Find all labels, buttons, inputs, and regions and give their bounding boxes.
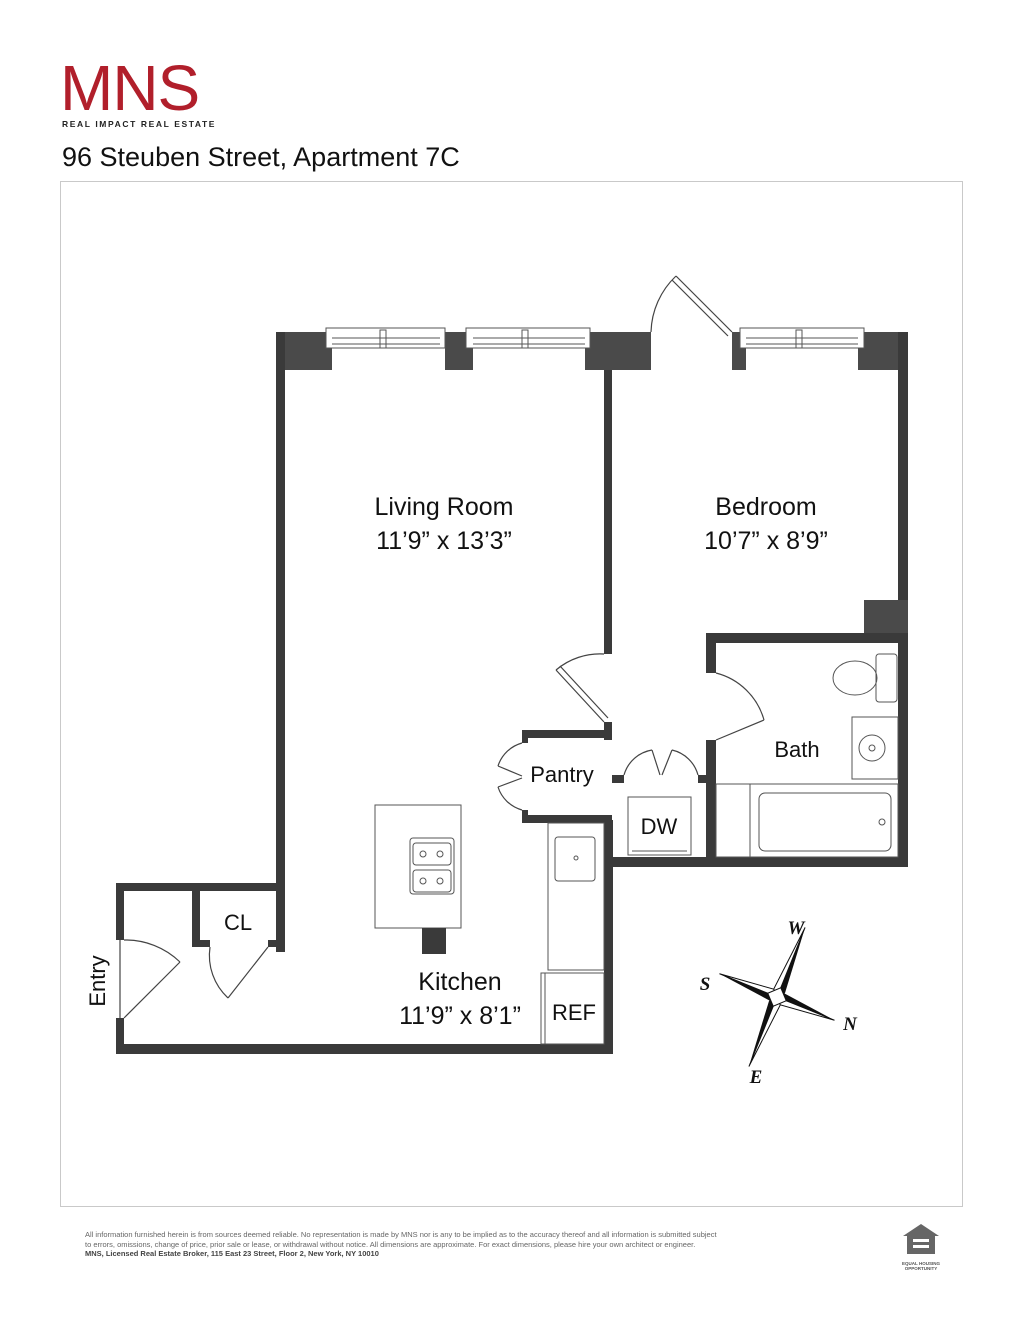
equal-housing-house-icon [903, 1224, 939, 1254]
kitchen-name: Kitchen [418, 968, 501, 996]
brand-tagline: REAL IMPACT REAL ESTATE [62, 119, 217, 129]
windows [325, 327, 865, 349]
broker-text: MNS, Licensed Real Estate Broker, 115 Ea… [85, 1249, 379, 1258]
pantry-name: Pantry [530, 762, 594, 787]
floorplan-frame [60, 181, 963, 1207]
disclaimer: All information furnished herein is from… [85, 1230, 875, 1259]
brand-name: MNS [60, 52, 200, 124]
interior-walls [522, 370, 908, 857]
doors [119, 275, 765, 1019]
compass-west: W [788, 918, 806, 939]
disclaimer-line-2: to errors, omissions, change of price, p… [85, 1239, 696, 1249]
kitchen-dimensions: 11’9” x 8’1” [399, 1002, 521, 1030]
entry-name: Entry [85, 955, 110, 1006]
kitchen-fixtures [374, 796, 692, 1045]
disclaimer-line-1: All information furnished herein is from… [85, 1230, 717, 1239]
listing-address: 96 Steuben Street, Apartment 7C [62, 142, 460, 172]
dishwasher-label: DW [641, 814, 678, 839]
living-room-name: Living Room [375, 493, 514, 521]
brand-logo: MNS REAL IMPACT REAL ESTATE [60, 52, 217, 129]
bath-name: Bath [774, 737, 819, 762]
compass-south: S [700, 974, 711, 995]
equal-housing-label: EQUAL HOUSING OPPORTUNITY [902, 1261, 940, 1271]
compass-north: N [842, 1014, 858, 1035]
bedroom-dimensions: 10’7” x 8’9” [704, 527, 828, 555]
broker-line: MNS, Licensed Real Estate Broker, 115 Ea… [85, 1249, 875, 1259]
equal-housing-logo: EQUAL HOUSING OPPORTUNITY [898, 1222, 944, 1271]
bedroom-name: Bedroom [715, 493, 816, 521]
exterior-walls [116, 332, 908, 1054]
living-room-dimensions: 11’9” x 13’3” [376, 527, 512, 555]
bath-fixtures [715, 653, 899, 858]
closet-name: CL [224, 910, 252, 935]
refrigerator-label: REF [552, 1000, 596, 1025]
compass-rose [719, 927, 835, 1067]
compass-east: E [749, 1067, 763, 1088]
